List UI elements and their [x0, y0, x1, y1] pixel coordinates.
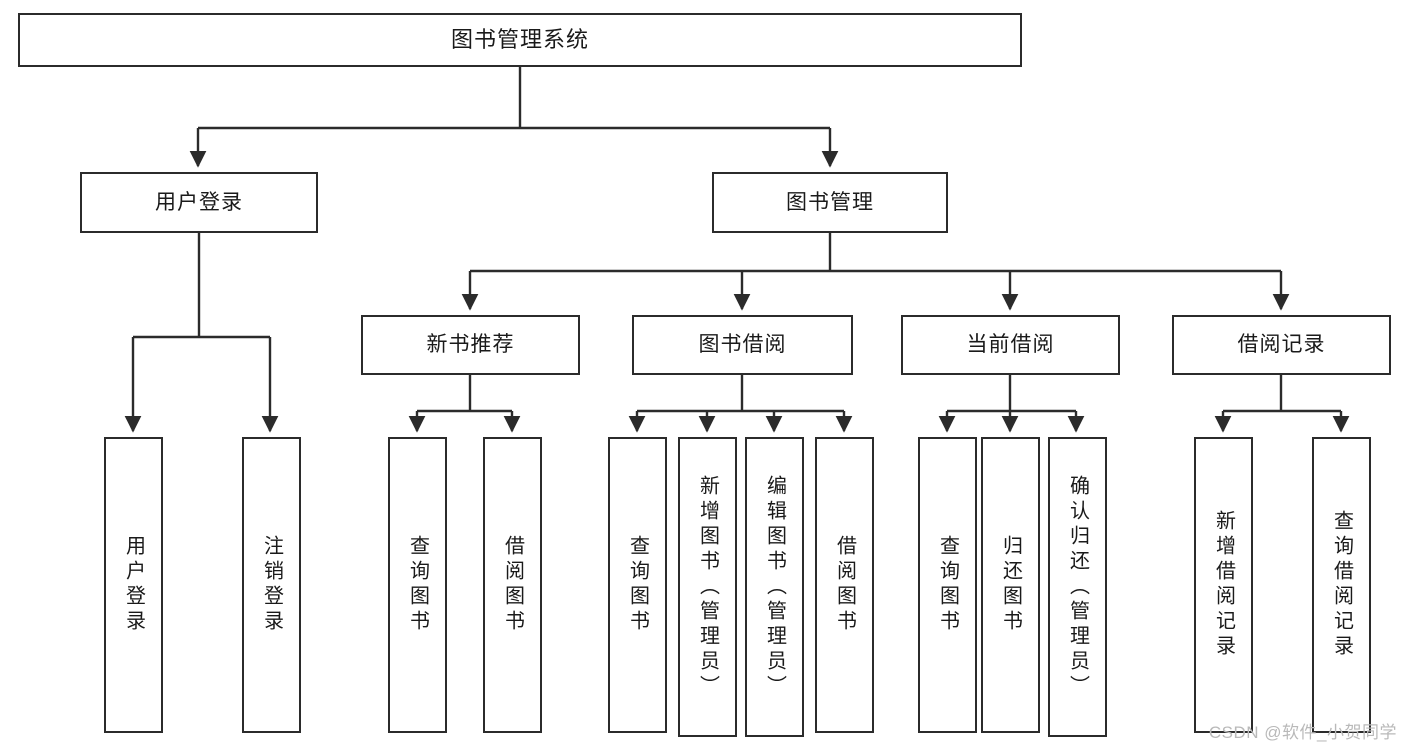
node-label: 借阅图书 [833, 535, 856, 635]
leaf-edit-book-admin[interactable]: 编辑图书（管理员） [745, 437, 804, 737]
leaf-query-book-current[interactable]: 查询图书 [918, 437, 977, 733]
node-label: 图书管理 [786, 190, 874, 214]
leaf-query-borrow-record[interactable]: 查询借阅记录 [1312, 437, 1371, 733]
node-label: 用户登录 [122, 535, 145, 635]
leaf-logout[interactable]: 注销登录 [242, 437, 301, 733]
node-label: 借阅图书 [501, 535, 524, 635]
leaf-add-borrow-record[interactable]: 新增借阅记录 [1194, 437, 1253, 733]
node-label: 新增图书（管理员） [696, 474, 719, 700]
node-book-borrow[interactable]: 图书借阅 [632, 315, 853, 375]
leaf-query-book-recommend[interactable]: 查询图书 [388, 437, 447, 733]
leaf-borrow-book-recommend[interactable]: 借阅图书 [483, 437, 542, 733]
leaf-user-login[interactable]: 用户登录 [104, 437, 163, 733]
node-label: 归还图书 [999, 535, 1022, 635]
csdn-watermark: CSDN @软件_小贺同学 [1208, 723, 1397, 742]
node-label: 用户登录 [155, 190, 243, 214]
node-label: 查询图书 [406, 535, 429, 635]
leaf-return-book[interactable]: 归还图书 [981, 437, 1040, 733]
node-root-system[interactable]: 图书管理系统 [18, 13, 1022, 67]
node-book-management[interactable]: 图书管理 [712, 172, 948, 233]
node-label: 查询借阅记录 [1330, 510, 1353, 660]
node-label: 编辑图书（管理员） [763, 474, 786, 700]
leaf-query-book-borrow[interactable]: 查询图书 [608, 437, 667, 733]
node-label: 借阅记录 [1237, 333, 1326, 357]
node-label: 查询图书 [626, 535, 649, 635]
node-new-book-recommend[interactable]: 新书推荐 [361, 315, 580, 375]
node-label: 图书管理系统 [450, 26, 589, 52]
leaf-confirm-return-admin[interactable]: 确认归还（管理员） [1048, 437, 1107, 737]
node-label: 注销登录 [260, 535, 283, 635]
node-borrow-record[interactable]: 借阅记录 [1172, 315, 1391, 375]
node-current-borrow[interactable]: 当前借阅 [901, 315, 1120, 375]
node-label: 图书借阅 [698, 333, 787, 357]
node-label: 新书推荐 [426, 333, 515, 357]
node-label: 查询图书 [936, 535, 959, 635]
leaf-borrow-book[interactable]: 借阅图书 [815, 437, 874, 733]
node-user-login[interactable]: 用户登录 [80, 172, 318, 233]
node-label: 新增借阅记录 [1212, 510, 1235, 660]
leaf-add-book-admin[interactable]: 新增图书（管理员） [678, 437, 737, 737]
node-label: 当前借阅 [966, 333, 1055, 357]
node-label: 确认归还（管理员） [1066, 474, 1089, 700]
